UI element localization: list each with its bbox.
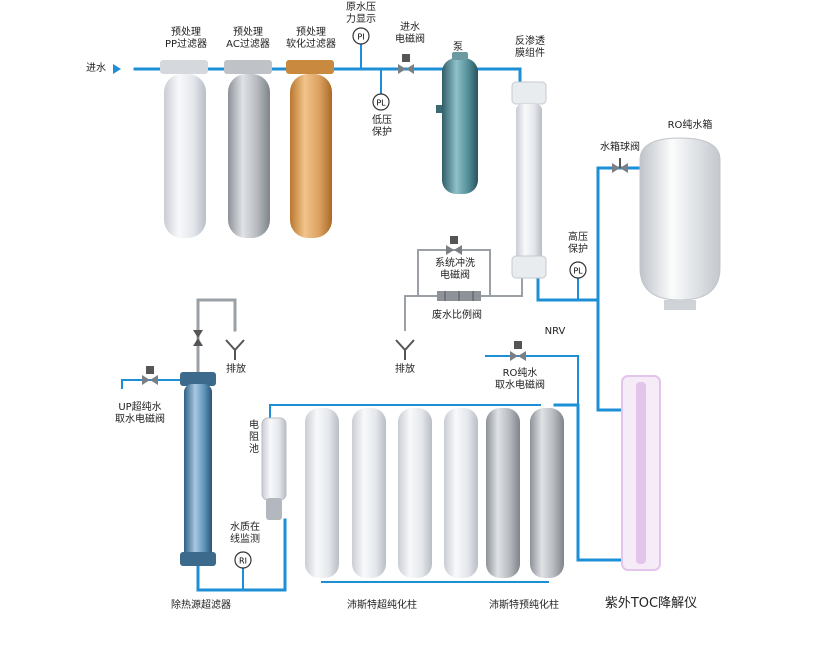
label-flush-valve: 系统冲洗电磁阀 xyxy=(435,258,475,281)
pipes xyxy=(113,41,642,592)
label-ro-membrane: 反渗透膜组件 xyxy=(515,36,545,59)
tank-ball-valve-icon xyxy=(612,158,628,173)
up-ultrafilter xyxy=(180,372,216,566)
label-pyrogen-filter: 除热源超滤器 xyxy=(171,600,231,611)
softener-filter xyxy=(286,60,334,238)
ro-valve-icon xyxy=(510,341,526,361)
label-raw-pressure: 原水压力显示 xyxy=(346,2,376,25)
flush-valve-icon xyxy=(446,236,462,255)
pp-filter xyxy=(160,60,208,238)
label-nrv: NRV xyxy=(544,326,566,337)
svg-text:PL: PL xyxy=(376,99,386,108)
label-up-valve: UP超纯水取水电磁阀 xyxy=(115,402,165,425)
pipe-pump-ro xyxy=(476,67,522,84)
label-resistivity-cell: 电阻池 xyxy=(249,420,259,455)
label-tank-ball-valve: 水箱球阀 xyxy=(600,142,640,153)
label-inlet-valve: 进水电磁阀 xyxy=(395,22,425,45)
pump xyxy=(436,52,478,194)
label-inlet: 进水 xyxy=(86,63,106,74)
drain-1-icon xyxy=(225,339,245,360)
ro-tank xyxy=(639,137,721,310)
label-uv-toc: 紫外TOC降解仪 xyxy=(604,596,698,611)
label-pre-columns: 沛斯特预纯化柱 xyxy=(489,600,559,611)
inlet-arrow-icon xyxy=(113,64,121,74)
pipe-to-cell xyxy=(269,404,301,419)
svg-text:PI: PI xyxy=(357,33,364,42)
pipe-cell-down xyxy=(196,518,287,592)
polisher-columns xyxy=(305,408,478,578)
label-ro-tank: RO纯水箱 xyxy=(667,120,713,131)
label-waste-ratio-valve: 废水比例阀 xyxy=(432,310,482,321)
inlet-valve-icon xyxy=(398,54,414,74)
ac-filter xyxy=(224,60,272,238)
label-quality-monitor: 水质在线监测 xyxy=(230,522,260,545)
valve-icons xyxy=(142,54,628,385)
pipe-up-valve xyxy=(121,379,186,389)
pipe-to-uv-top xyxy=(596,298,624,412)
label-softener: 预处理软化过滤器 xyxy=(286,27,336,50)
svg-text:PL: PL xyxy=(573,267,583,276)
waste-ratio-valve-icon xyxy=(437,291,481,301)
resistivity-cell xyxy=(261,417,287,520)
gauge-pi: PI xyxy=(352,27,370,45)
label-drain-1: 排放 xyxy=(226,364,246,375)
label-polisher-columns: 沛斯特超纯化柱 xyxy=(347,600,417,611)
uv-toc-lamp xyxy=(621,375,661,571)
label-drain-2: 排放 xyxy=(395,364,415,375)
ro-membrane xyxy=(511,81,547,279)
label-low-pressure: 低压保护 xyxy=(372,115,392,138)
gauge-ri: RI xyxy=(234,551,252,569)
up-check-valve-icon xyxy=(193,330,203,346)
svg-text:RI: RI xyxy=(239,557,247,566)
up-valve-icon xyxy=(142,366,158,385)
pipe-uv-return xyxy=(553,403,624,562)
pre-columns xyxy=(486,408,564,578)
label-high-pressure: 高压保护 xyxy=(568,232,588,255)
label-ro-valve: RO纯水取水电磁阀 xyxy=(495,368,545,391)
gauge-pl-high: PL xyxy=(569,261,587,279)
drain-2-icon xyxy=(395,339,415,360)
label-pump: 泵 xyxy=(453,42,463,53)
gauge-pl-low: PL xyxy=(372,93,390,111)
pipe-waste xyxy=(404,277,523,331)
